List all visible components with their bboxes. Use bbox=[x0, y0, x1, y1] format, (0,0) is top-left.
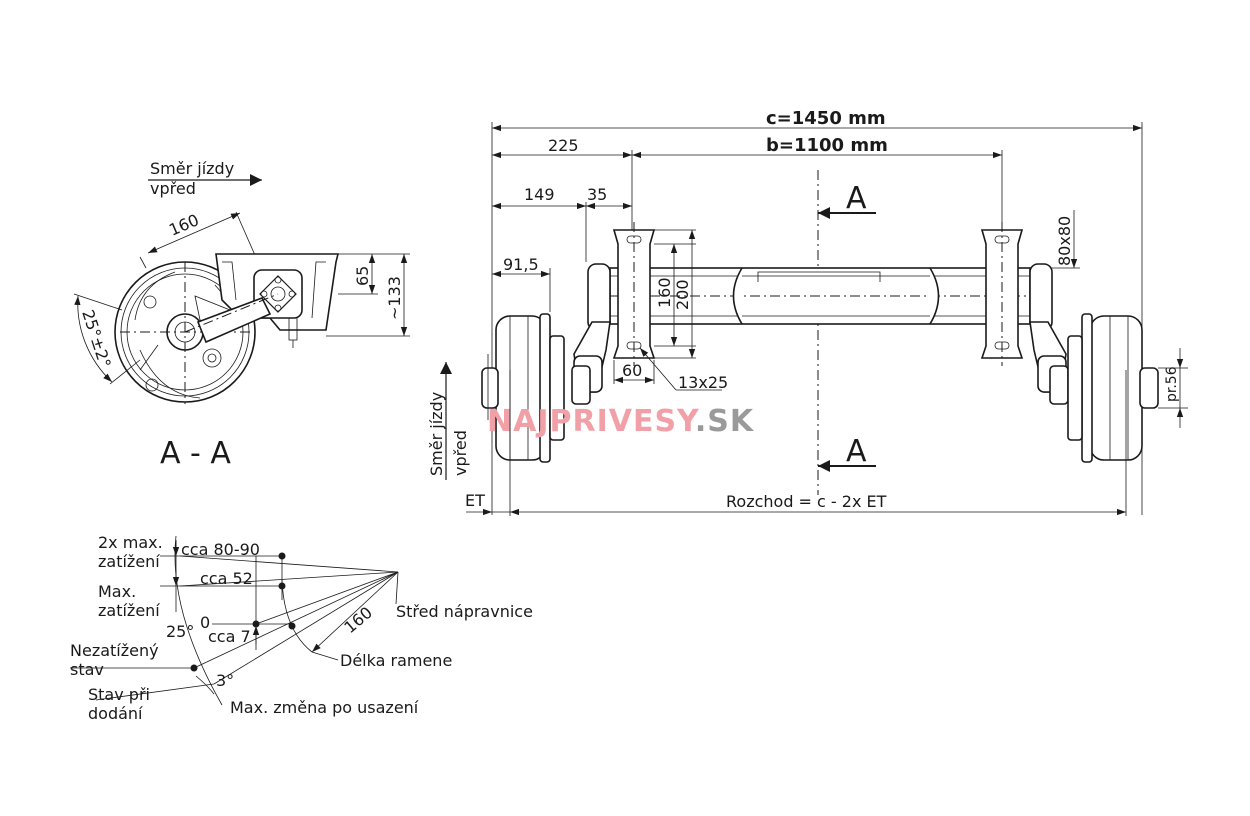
dim-225-label: 225 bbox=[548, 136, 579, 155]
load-diagram: 2x max. zatížení cca 80-90 Max. zatížení… bbox=[70, 533, 533, 723]
label-2x-line2: zatížení bbox=[98, 552, 160, 571]
dim-35-label: 35 bbox=[587, 185, 607, 204]
watermark-part2: .SK bbox=[695, 404, 755, 439]
label-unloaded-line1: Nezatížený bbox=[70, 641, 159, 660]
mount-bracket-right bbox=[980, 222, 1024, 366]
dim-60-label: 60 bbox=[622, 361, 642, 380]
dim-160-label: 160 bbox=[166, 210, 202, 239]
brake-drum-left bbox=[481, 313, 565, 516]
label-zero: 0 bbox=[200, 613, 210, 632]
watermark-part1: NAJPRIVESY bbox=[487, 404, 700, 439]
point-zero bbox=[252, 620, 260, 628]
section-marker-bottom: A bbox=[818, 434, 876, 472]
label-max-line2: zatížení bbox=[98, 601, 160, 620]
watermark-logo: NAJPRIVESY.SK bbox=[487, 404, 755, 439]
label-unloaded-line2: stav bbox=[70, 660, 104, 679]
dim-c-label: c=1450 mm bbox=[766, 108, 886, 129]
dim-133: ~133 bbox=[326, 253, 410, 337]
trailing-arm-right bbox=[1029, 263, 1069, 405]
dim-track-label: Rozchod = c - 2x ET bbox=[726, 492, 887, 511]
dim-160-200: 160 200 bbox=[654, 229, 696, 359]
direction-label-v-line1: Směr jízdy bbox=[427, 392, 446, 476]
trailing-arm bbox=[196, 296, 272, 344]
dim-b-label: b=1100 mm bbox=[766, 135, 888, 156]
label-delivery-line2: dodání bbox=[88, 704, 143, 723]
direction-arrow-right: Směr jízdy vpřed bbox=[427, 362, 470, 480]
section-title: A - A bbox=[160, 436, 231, 471]
label-cca-52: cca 52 bbox=[200, 569, 253, 588]
section-marker-top: A bbox=[818, 181, 876, 219]
dim-13x25-label: 13x25 bbox=[678, 373, 728, 392]
dim-pr56-label: pr.56 bbox=[1164, 366, 1180, 402]
label-max-line1: Max. bbox=[98, 582, 136, 601]
dim-b: 225 b=1100 mm bbox=[492, 135, 1003, 232]
dim-et-label: ET bbox=[465, 491, 485, 510]
dim-149-label: 149 bbox=[524, 185, 555, 204]
dim-pr56: pr.56 bbox=[1158, 348, 1188, 428]
dim-200-label: 200 bbox=[673, 279, 692, 310]
section-view: Směr jízdy vpřed 160 bbox=[73, 159, 410, 471]
dim-13x25: 13x25 bbox=[639, 347, 728, 392]
label-angle-3: 3° bbox=[216, 671, 234, 690]
section-marker-bottom-label: A bbox=[846, 434, 867, 469]
dim-65: 65 bbox=[338, 253, 378, 295]
dim-160-bracket-label: 160 bbox=[655, 277, 674, 308]
direction-label-line1: Směr jízdy bbox=[150, 159, 234, 178]
dim-91-5: 91,5 bbox=[492, 255, 551, 312]
load-arc bbox=[174, 535, 223, 706]
direction-label-line2: vpřed bbox=[150, 179, 196, 198]
point-arm-end bbox=[288, 622, 296, 630]
dim-80x80: 80x80 bbox=[1030, 210, 1080, 269]
label-delivery-line1: Stav při bbox=[88, 685, 150, 704]
mount-bracket-left bbox=[612, 222, 656, 366]
direction-label-v-line2: vpřed bbox=[451, 430, 470, 476]
section-marker-top-label: A bbox=[846, 181, 867, 216]
brake-drum-right bbox=[1067, 313, 1159, 516]
trailing-arm-left bbox=[571, 263, 611, 405]
dim-60: 60 bbox=[613, 360, 655, 384]
dim-et: ET bbox=[465, 491, 510, 516]
label-cca-80-90: cca 80-90 bbox=[181, 540, 260, 559]
label-max-change: Max. změna po usazení bbox=[230, 698, 419, 717]
label-arm-length: Délka ramene bbox=[340, 651, 452, 670]
label-arm-160: 160 bbox=[340, 603, 376, 637]
label-angle-25: 25° bbox=[166, 622, 194, 641]
label-pivot-center: Střed nápravnice bbox=[396, 602, 533, 621]
dim-80x80-label: 80x80 bbox=[1055, 216, 1074, 266]
dim-149-35: 149 35 bbox=[492, 185, 632, 262]
dim-track: Rozchod = c - 2x ET bbox=[510, 492, 1126, 516]
label-cca-7: cca 7 bbox=[208, 627, 251, 646]
point-2x-load bbox=[278, 552, 286, 560]
dim-91-5-label: 91,5 bbox=[503, 255, 539, 274]
direction-arrow-left: Směr jízdy vpřed bbox=[148, 159, 262, 198]
axle-view: c=1450 mm 225 b=1100 mm 149 35 91,5 bbox=[427, 108, 1188, 516]
point-unloaded bbox=[190, 664, 198, 672]
dim-65-label: 65 bbox=[353, 266, 372, 286]
dim-133-label: ~133 bbox=[385, 276, 404, 320]
axle-tube bbox=[609, 267, 1031, 325]
point-max-load bbox=[278, 582, 286, 590]
label-2x-line1: 2x max. bbox=[98, 533, 163, 552]
